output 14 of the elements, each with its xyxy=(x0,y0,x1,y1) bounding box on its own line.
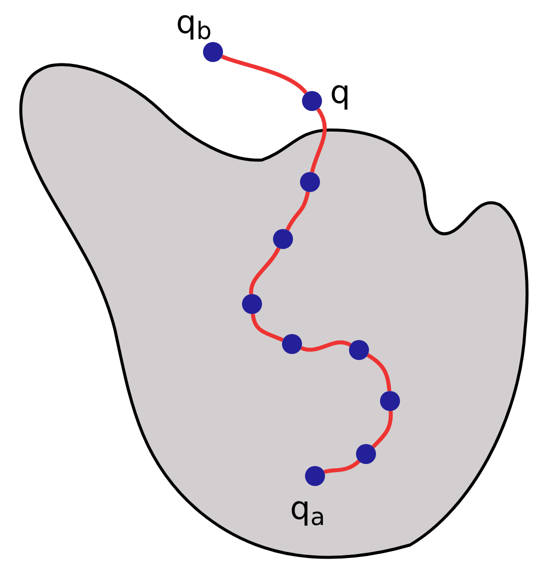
path-curve xyxy=(366,353,392,392)
path-curve xyxy=(250,314,284,342)
path-curve xyxy=(324,460,360,474)
point-dot xyxy=(203,42,223,62)
point-label: q$_{b}$ xyxy=(176,6,212,43)
path-curve xyxy=(310,108,327,173)
point-label: q$_{a}$ xyxy=(290,492,326,529)
path-curve xyxy=(249,247,280,294)
point-label: q xyxy=(330,76,350,108)
path-curve xyxy=(286,191,310,231)
path-curve xyxy=(221,54,308,94)
path-curve xyxy=(372,410,393,448)
path-curve xyxy=(300,340,352,352)
point-dot xyxy=(302,91,322,111)
